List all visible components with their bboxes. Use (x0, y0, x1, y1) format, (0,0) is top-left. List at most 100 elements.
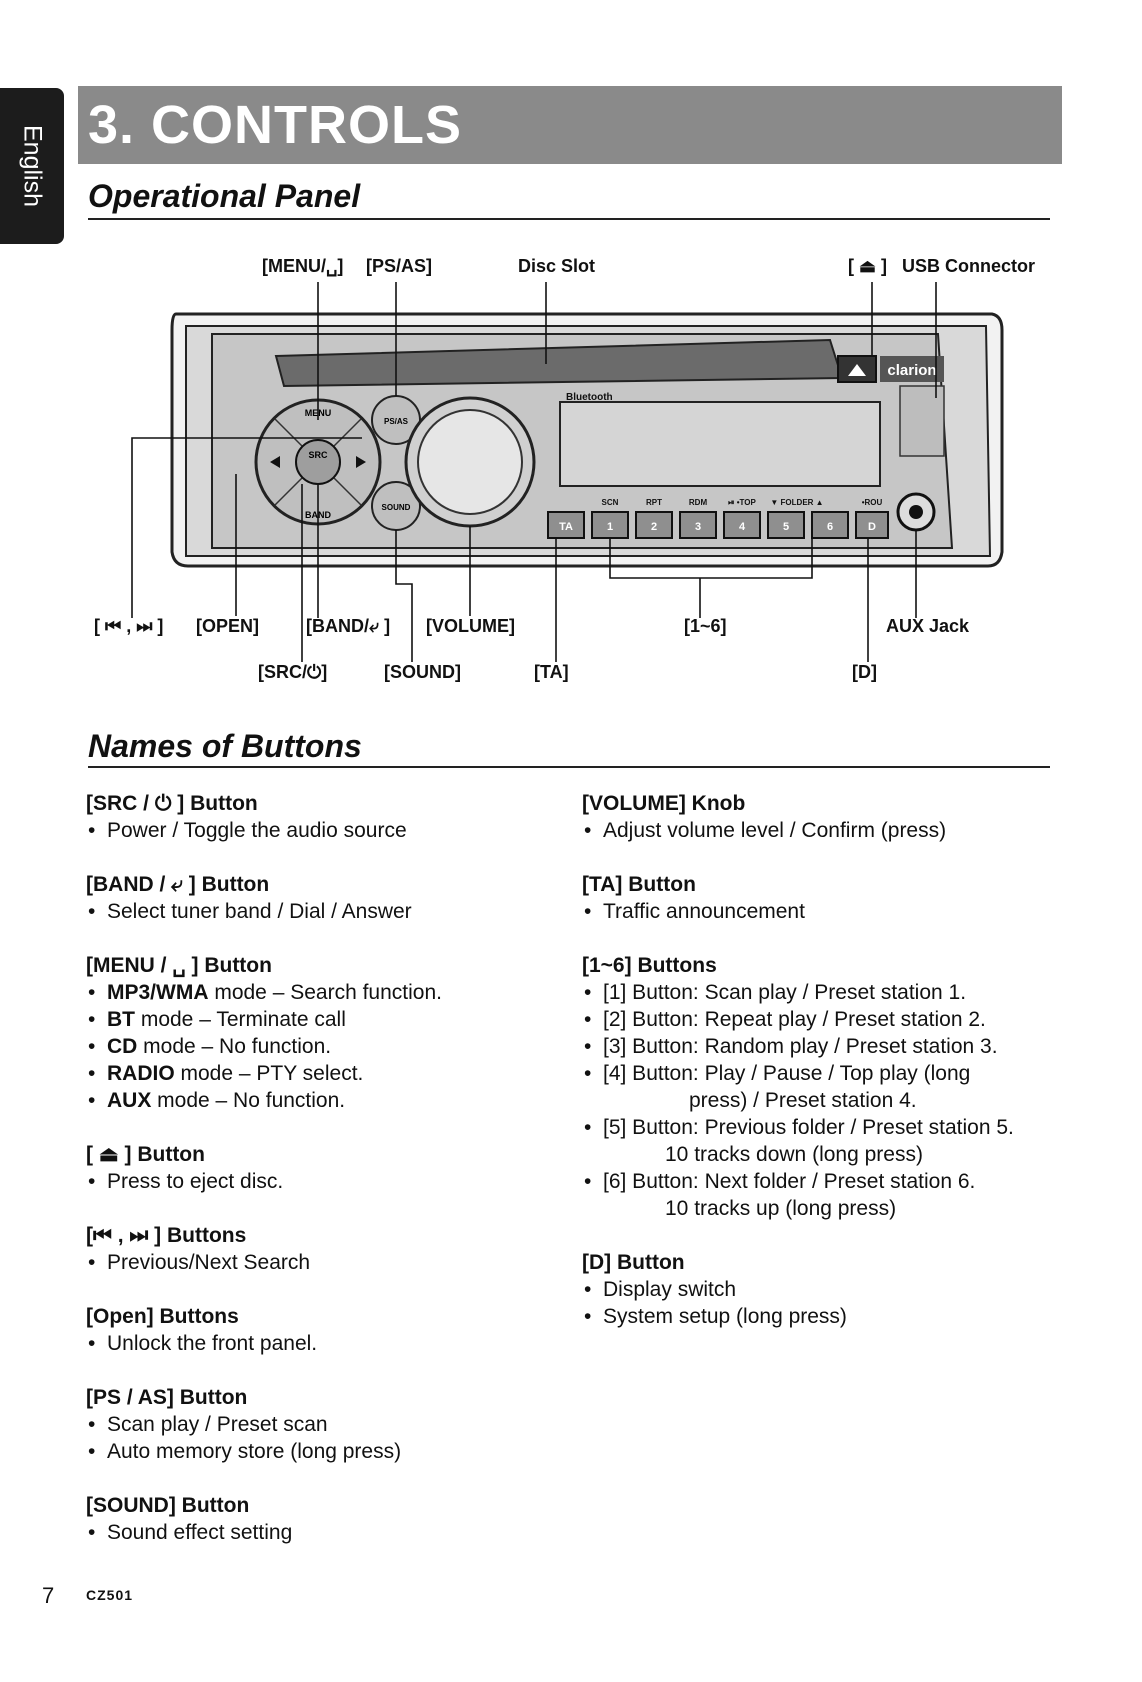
entry-menu: [MENU / ␣ ] Button MP3/WMA mode – Search… (86, 952, 556, 1114)
callout-volume: [VOLUME] (426, 616, 515, 636)
right-column: [VOLUME] Knob Adjust volume level / Conf… (582, 790, 1052, 1357)
callout-open: [OPEN] (196, 616, 259, 636)
entry-band: [BAND / ⤶ ] Button Select tuner band / D… (86, 871, 556, 925)
entry-title: [SOUND] Button (86, 1494, 250, 1517)
key-d-label: D (868, 521, 876, 533)
src-key-label: SRC (308, 450, 328, 460)
entry-1-6: [1~6] Buttons [1] Button: Scan play / Pr… (582, 952, 1052, 1222)
src-key (295, 439, 341, 485)
entry-title: [1~6] Buttons (582, 954, 717, 977)
bullet: System setup (long press) (582, 1303, 1052, 1330)
key-ta-label: TA (559, 521, 573, 533)
entry-title: [Open] Buttons (86, 1305, 239, 1328)
key-3-label: 3 (695, 521, 701, 533)
callout-disc-slot: Disc Slot (518, 256, 596, 276)
entry-title: [VOLUME] Knob (582, 792, 746, 815)
chapter-title: 3. CONTROLS (88, 95, 463, 155)
bullet: Press to eject disc. (86, 1168, 556, 1195)
key-2-top: RPT (646, 498, 662, 507)
ps-as-key-label: PS/AS (384, 417, 409, 426)
callout-ps-as: [PS/AS] (366, 256, 433, 276)
continuation: 10 tracks down (long press) (665, 1143, 923, 1166)
bt-logo: Bluetooth (566, 392, 613, 403)
bullet: [3] Button: Random play / Preset station… (582, 1033, 1052, 1060)
entry-src: [SRC / ⏻ ] Button Power / Toggle the aud… (86, 790, 556, 844)
next-key-glyph (356, 456, 366, 468)
bullet: Select tuner band / Dial / Answer (86, 898, 556, 925)
key-2-label: 2 (651, 521, 657, 533)
key-1-top: SCN (602, 498, 619, 507)
entry-ps-as: [PS / AS] Button Scan play / Preset scan… (86, 1384, 556, 1465)
entry-d: [D] Button Display switch System setup (… (582, 1249, 1052, 1330)
operational-panel-heading: Operational Panel (88, 178, 361, 214)
preset-keys (547, 511, 889, 539)
callout-menu: [MENU/␣] (262, 256, 344, 276)
bullet: [1] Button: Scan play / Preset station 1… (582, 979, 1052, 1006)
bullet: Scan play / Preset scan (86, 1411, 556, 1438)
bullet: [5] Button: Previous folder / Preset sta… (582, 1114, 1052, 1141)
callout-aux: AUX Jack (886, 616, 970, 636)
heading-rule (88, 218, 1050, 220)
callout-1-6: [1~6] (684, 616, 727, 636)
bullet: Unlock the front panel. (86, 1330, 556, 1357)
entry-open: [Open] Buttons Unlock the front panel. (86, 1303, 556, 1357)
key-1-label: 1 (607, 521, 613, 533)
callout-src: [SRC/⏻] (258, 662, 328, 682)
key-d-top: •ROU (862, 498, 883, 507)
entry-eject: [ ⏏ ] Button Press to eject disc. (86, 1141, 556, 1195)
entry-title: [PS / AS] Button (86, 1386, 248, 1409)
entry-sound: [SOUND] Button Sound effect setting (86, 1492, 556, 1546)
entry-title: [SRC / ⏻ ] Button (86, 792, 258, 815)
callout-skip: [ ⏮ , ⏭ ] (94, 616, 164, 636)
entry-title: [TA] Button (582, 873, 696, 896)
language-tab: English (0, 88, 64, 244)
entry-ta: [TA] Button Traffic announcement (582, 871, 1052, 925)
bullet: RADIO mode – PTY select. (86, 1060, 556, 1087)
entry-skip: [⏮ , ⏭ ] Buttons Previous/Next Search (86, 1222, 556, 1276)
callout-sound: [SOUND] (384, 662, 461, 682)
bullet: Auto memory store (long press) (86, 1438, 556, 1465)
bullet: Previous/Next Search (86, 1249, 556, 1276)
continuation: press) / Preset station 4. (689, 1089, 917, 1112)
key-5-6-top: ▼ FOLDER ▲ (770, 498, 823, 507)
entry-title: [D] Button (582, 1251, 685, 1274)
key-4-label: 4 (739, 521, 746, 533)
bullet: CD mode – No function. (86, 1033, 556, 1060)
page-footer: 7 CZ501 (42, 1583, 132, 1609)
bullet: Sound effect setting (86, 1519, 556, 1546)
operational-panel-diagram: clarion Bluetooth SRC MENU BAND PS/AS SO… (131, 282, 1004, 662)
names-of-buttons-heading: Names of Buttons (88, 728, 362, 764)
left-column: [SRC / ⏻ ] Button Power / Toggle the aud… (86, 790, 556, 1573)
bullet: Power / Toggle the audio source (86, 817, 556, 844)
bullet: [2] Button: Repeat play / Preset station… (582, 1006, 1052, 1033)
prev-key-glyph (270, 456, 280, 468)
entry-volume: [VOLUME] Knob Adjust volume level / Conf… (582, 790, 1052, 844)
lcd-display (559, 401, 881, 487)
entry-title: [BAND / ⤶ ] Button (86, 873, 270, 896)
bullet: MP3/WMA mode – Search function. (86, 979, 556, 1006)
bullet: AUX mode – No function. (86, 1087, 556, 1114)
entry-title: [⏮ , ⏭ ] Buttons (86, 1224, 247, 1247)
bullet: Traffic announcement (582, 898, 1052, 925)
page-number: 7 (42, 1583, 55, 1608)
bullet: BT mode – Terminate call (86, 1006, 556, 1033)
names-rule (88, 766, 1050, 768)
bullet: Display switch (582, 1276, 1052, 1303)
callout-band: [BAND/⤶ ] (306, 616, 391, 636)
model-number: CZ501 (86, 1587, 134, 1603)
entry-title: [MENU / ␣ ] Button (86, 954, 272, 977)
callout-d: [D] (852, 662, 877, 682)
leader-lines (131, 282, 937, 662)
continuation: 10 tracks up (long press) (665, 1197, 897, 1220)
callout-ta: [TA] (534, 662, 569, 682)
key-6-label: 6 (827, 521, 833, 533)
bullet: [4] Button: Play / Pause / Top play (lon… (582, 1060, 1052, 1087)
key-4-top: ⏯ •TOP (728, 498, 756, 507)
usb-flap (899, 385, 945, 457)
key-3-top: RDM (689, 498, 708, 507)
callout-eject: [ ⏏ ] (848, 256, 887, 276)
chapter-title-bar: 3. CONTROLS (78, 86, 1062, 164)
brand-logo: clarion (887, 362, 936, 379)
entry-title: [ ⏏ ] Button (86, 1143, 205, 1166)
sound-key-label: SOUND (382, 503, 411, 512)
